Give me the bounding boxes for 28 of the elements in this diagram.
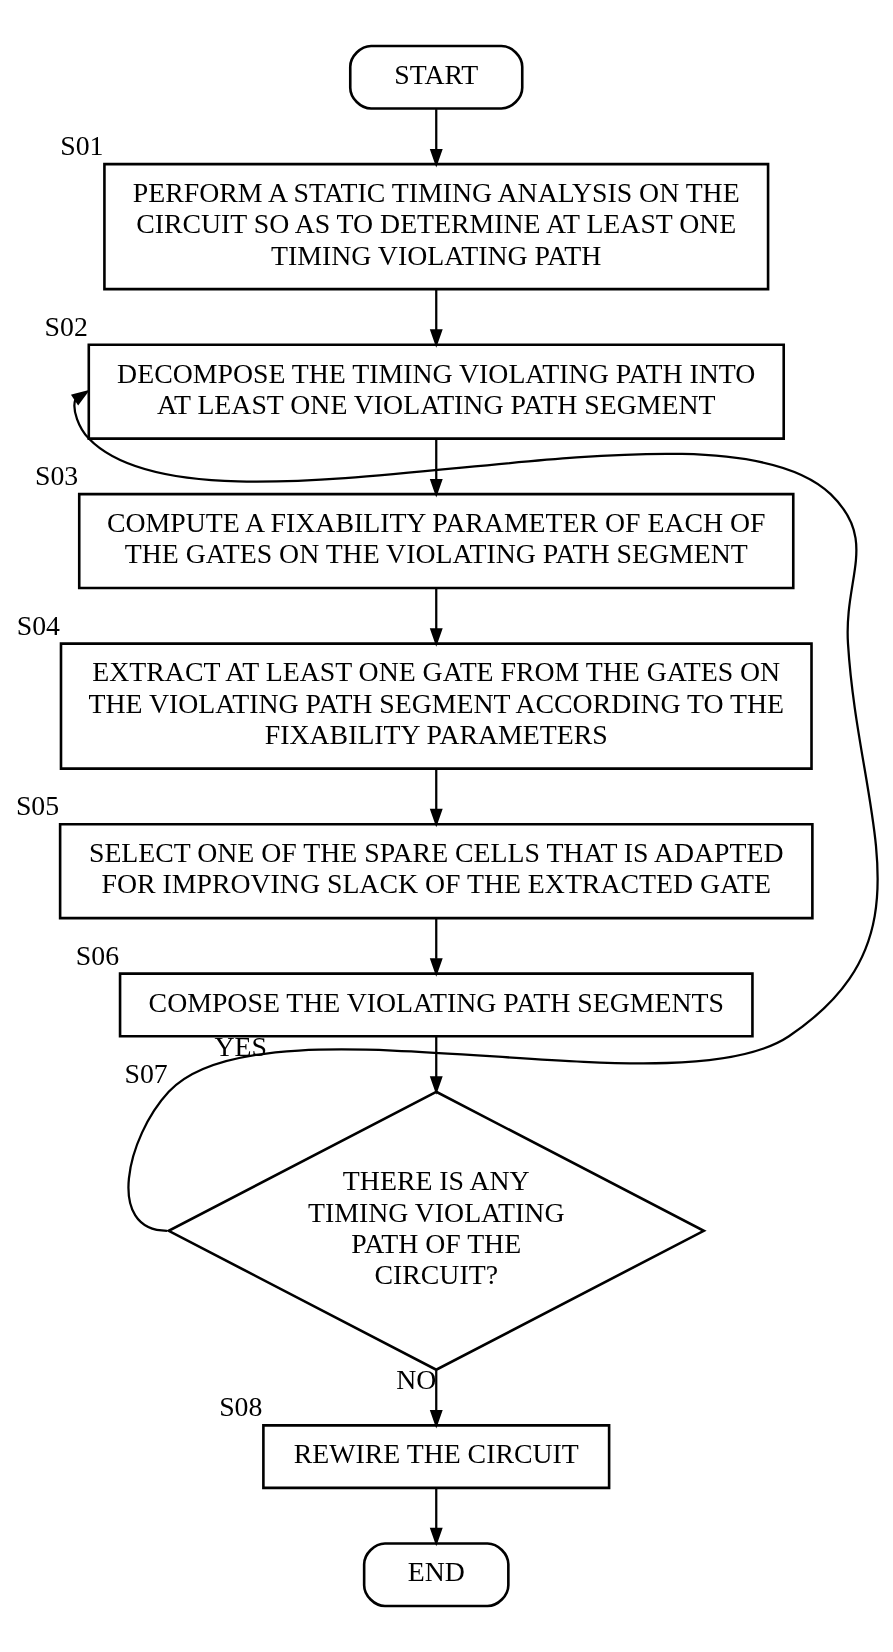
arrow [429, 289, 443, 348]
node-box: SELECT ONE OF THE SPARE CELLS THAT IS ADAPTED FOR IMPROVING SLACK OF THE EXTRACTED GATE [58, 822, 814, 920]
node-label: S04 [16, 609, 61, 641]
node-box: END [362, 1542, 510, 1608]
arrow [429, 588, 443, 647]
node-box: PERFORM A STATIC TIMING ANALYSIS ON THE CIRCUIT SO AS TO DETERMINE AT LEAST ONE TIMING VIOLATING PATH [103, 162, 770, 291]
node-label: S06 [75, 939, 120, 971]
node-box: START [348, 44, 524, 110]
node-label: S05 [15, 790, 60, 822]
arrow [429, 1036, 443, 1095]
node-box: EXTRACT AT LEAST ONE GATE FROM THE GATES ON THE VIOLATING PATH SEGMENT ACCORDING TO THE FIXABILITY PARAMETERS [59, 642, 813, 770]
arrow [429, 1370, 443, 1429]
node-label: S02 [44, 310, 88, 342]
node-box: COMPUTE A FIXABILITY PARAMETER OF EACH OF THE GATES ON THE VIOLATING PATH SEGMENT [77, 492, 795, 590]
arrow [429, 918, 443, 977]
node-box: DECOMPOSE THE TIMING VIOLATING PATH INTO AT LEAST ONE VIOLATING PATH SEGMENT [87, 343, 785, 440]
node-label: S01 [60, 130, 104, 162]
node-box: COMPOSE THE VIOLATING PATH SEGMENTS [118, 972, 754, 1038]
node-box: REWIRE THE CIRCUIT [262, 1424, 611, 1490]
arrow [429, 1488, 443, 1547]
node-label: S08 [219, 1391, 263, 1423]
arrow [70, 389, 879, 1232]
arrow [429, 768, 443, 828]
arrow [429, 109, 443, 168]
arrow [429, 438, 443, 498]
node-label: S07 [124, 1057, 168, 1089]
node-diamond: THERE IS ANY TIMING VIOLATING PATH OF THE CIRCUIT? [165, 1090, 707, 1372]
node-label: S03 [35, 460, 79, 492]
